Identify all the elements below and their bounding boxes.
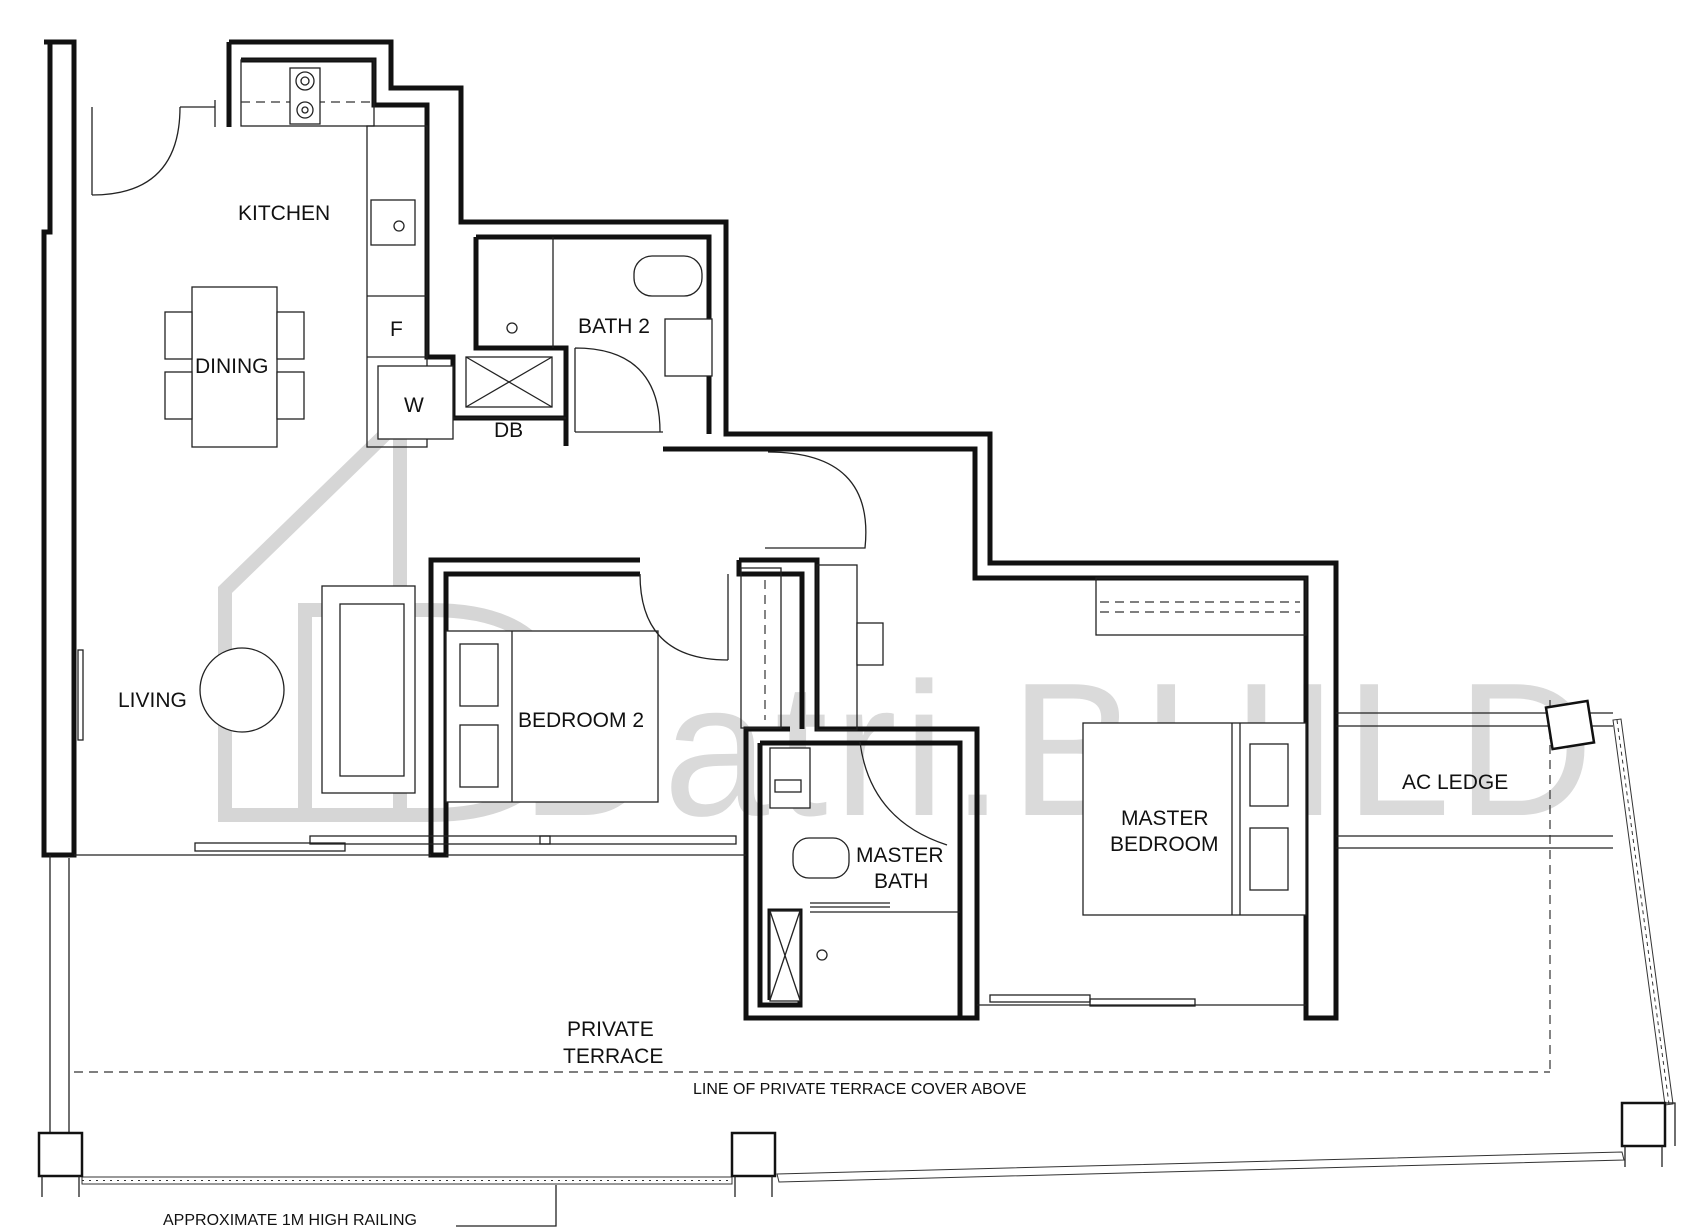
bath2-toilet-icon xyxy=(633,255,703,297)
columns xyxy=(37,1101,1676,1197)
ac-ledge-label: AC LEDGE xyxy=(1402,771,1508,794)
wardrobe-icon xyxy=(1095,577,1307,636)
dining-table-icon xyxy=(164,286,305,448)
washer-label: W xyxy=(404,394,424,417)
kitchen-fixtures xyxy=(91,59,566,448)
kitchen-label: KITCHEN xyxy=(238,202,330,225)
master-bath-label-line2: BATH xyxy=(874,870,928,893)
dining-label: DINING xyxy=(195,355,269,378)
db-label: DB xyxy=(494,419,523,442)
living-label: LIVING xyxy=(118,689,187,712)
bath2-basin-icon xyxy=(664,318,713,377)
bedroom2-furniture xyxy=(445,567,782,856)
terrace-cover-note: LINE OF PRIVATE TERRACE COVER ABOVE xyxy=(693,1081,1026,1098)
railing xyxy=(81,718,1674,1227)
master-bedroom-label-line2: BEDROOM xyxy=(1110,833,1219,856)
ac-ledge-area xyxy=(1336,699,1613,1072)
washer-icon xyxy=(377,365,454,440)
fridge-label: F xyxy=(390,318,403,341)
bath2-label: BATH 2 xyxy=(578,315,650,338)
bedroom2-label: BEDROOM 2 xyxy=(518,709,644,732)
hall-door-icon xyxy=(765,451,867,549)
master-bath-label-line1: MASTER xyxy=(856,844,944,867)
railing-note: APPROXIMATE 1M HIGH RAILING xyxy=(163,1212,417,1229)
master-bath-fixtures xyxy=(769,741,960,1002)
master-bedroom-label-line1: MASTER xyxy=(1121,807,1209,830)
living-furniture xyxy=(74,585,551,856)
coffee-table-icon xyxy=(199,647,285,733)
cooktop-icon xyxy=(289,67,321,125)
bath2-fixtures xyxy=(465,237,713,433)
watermark-text: Datri.BUILD xyxy=(520,644,1600,856)
terrace-label-line1: PRIVATE xyxy=(567,1018,654,1041)
entrance-door-icon xyxy=(91,106,181,196)
master-basin-icon xyxy=(769,747,811,809)
master-toilet-icon xyxy=(792,837,850,879)
desk-chair-icon xyxy=(856,622,884,666)
master-bedroom-furniture xyxy=(816,564,1307,1007)
terrace-label-line2: TERRACE xyxy=(563,1045,663,1068)
kitchen-sink-icon xyxy=(370,199,416,246)
